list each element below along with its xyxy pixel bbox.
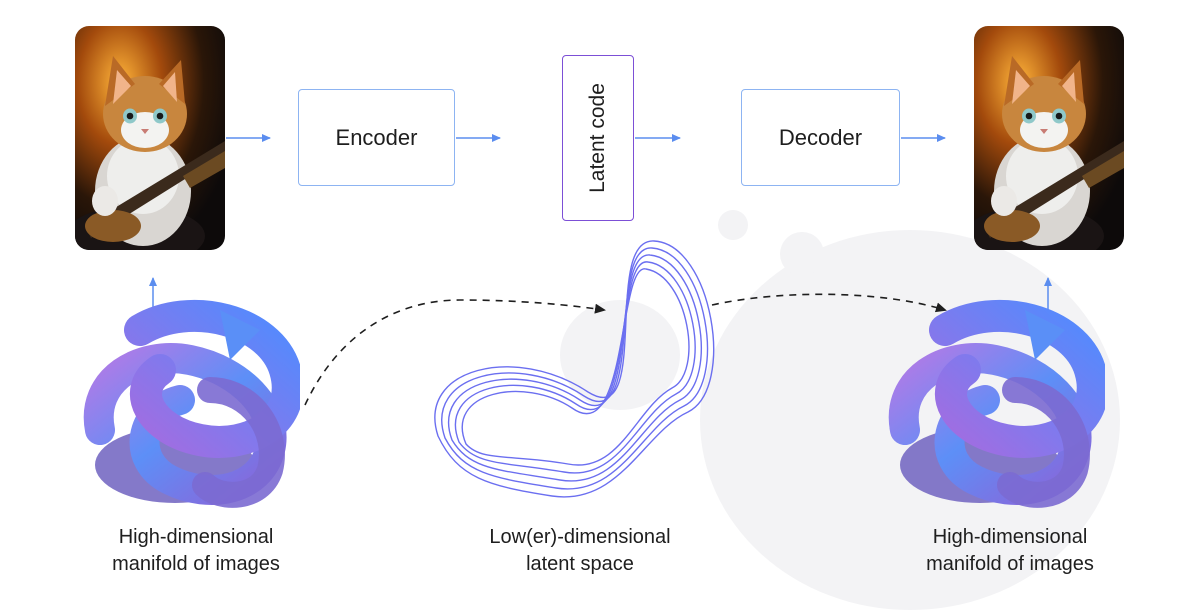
dashed-arrows <box>304 293 947 406</box>
caption-left: High-dimensional manifold of images <box>66 524 326 578</box>
dashed-arrow-icon <box>711 293 947 313</box>
caption-middle: Low(er)-dimensional latent space <box>450 524 710 578</box>
encoder-label: Encoder <box>335 124 418 150</box>
caption-middle-line1: Low(er)-dimensional <box>489 526 671 548</box>
caption-left-line1: High-dimensional <box>118 526 274 548</box>
manifold-knot <box>95 310 288 503</box>
infinity-curve <box>434 240 715 498</box>
caption-middle-line2: latent space <box>526 553 634 575</box>
caption-right: High-dimensional manifold of images <box>880 524 1140 578</box>
caption-right-line1: High-dimensional <box>932 526 1088 548</box>
decoder-label: Decoder <box>778 124 863 150</box>
encoder-box: Encoder <box>298 89 455 186</box>
caption-right-line2: manifold of images <box>926 553 1094 575</box>
decoder-box: Decoder <box>741 89 900 186</box>
dashed-arrow-icon <box>304 299 606 406</box>
background-blob <box>718 210 748 240</box>
caption-left-line2: manifold of images <box>112 553 280 575</box>
flow-arrows <box>149 134 1052 320</box>
latent-code-box: Latent code <box>562 55 634 221</box>
manifold-knot <box>900 310 1093 503</box>
background-blob <box>780 232 824 276</box>
